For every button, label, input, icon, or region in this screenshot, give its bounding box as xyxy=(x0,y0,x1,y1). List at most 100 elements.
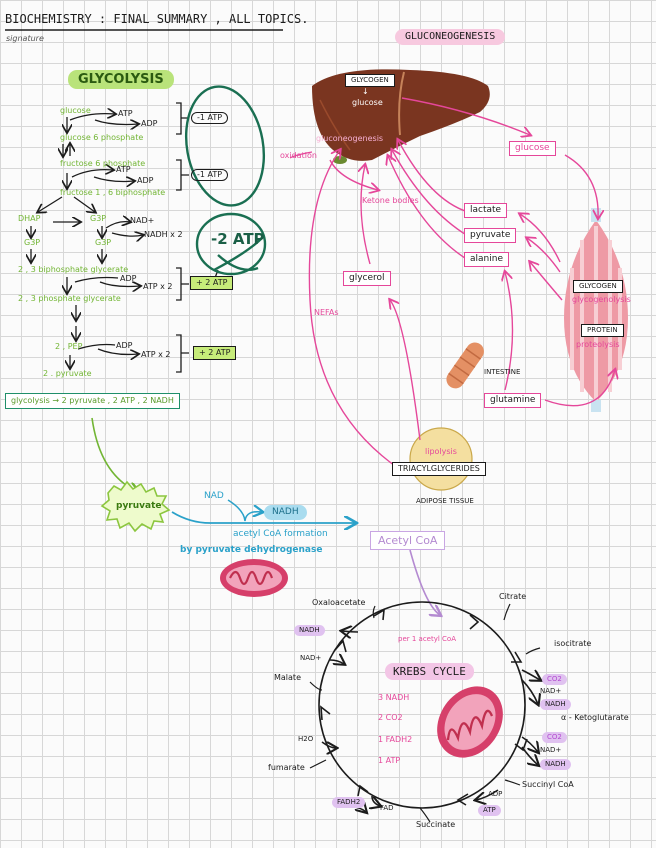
adp-bpg-label: ADP xyxy=(120,274,137,283)
atp-input-1: ATP xyxy=(118,109,133,118)
fad-label: FAD xyxy=(380,804,394,812)
isocitrate-label: isocitrate xyxy=(554,639,592,648)
pyruvate-box: pyruvate xyxy=(464,228,517,243)
plus-2-atp-badge-a: + 2 ATP xyxy=(190,276,234,290)
glycogenolysis-label: glycogenolysis xyxy=(572,295,631,304)
alpha-ketoglutarate-label: α - Ketoglutarate xyxy=(561,713,629,722)
yield-nadh: 3 NADH xyxy=(378,693,410,702)
mitochondrion-krebs xyxy=(437,686,503,758)
pyruvate-to-acetyl-arrow xyxy=(171,511,355,523)
atp-x2-label-a: ATP x 2 xyxy=(143,282,173,291)
h2o-label: H2O xyxy=(298,735,314,743)
pyruvate-dehydrogenase-label: by pyruvate dehydrogenase xyxy=(180,545,323,555)
oxaloacetate-label: Oxaloacetate xyxy=(312,598,366,607)
muscle-glycogen-box: GLYCOGEN xyxy=(573,280,623,293)
adp-pep-label: ADP xyxy=(116,341,133,350)
pep-label: 2 , PEP xyxy=(55,342,83,351)
ketone-bodies-label: Ketone bodies xyxy=(362,196,419,205)
atp-x2-label-b: ATP x 2 xyxy=(141,350,171,359)
yield-atp: 1 ATP xyxy=(378,756,401,765)
acetyl-coa-box: Acetyl CoA xyxy=(370,531,446,550)
glucose-label: glucose xyxy=(60,106,91,115)
liver-glucose-label: glucose xyxy=(352,98,383,107)
liver-illustration xyxy=(312,69,490,164)
oxidation-label: oxidation xyxy=(280,151,317,160)
krebs-label-ticks xyxy=(309,603,541,823)
co2-badge-a: CO2 xyxy=(542,674,567,685)
triacylglycerides-box: TRIACYLGLYCERIDES xyxy=(392,462,486,476)
nad-plus-b-label: NAD+ xyxy=(540,746,562,754)
lipolysis-label: lipolysis xyxy=(425,447,457,456)
mitochondrion-small xyxy=(220,559,288,597)
nad-plus-a-label: NAD+ xyxy=(540,687,562,695)
page-title: BIOCHEMISTRY : FINAL SUMMARY , ALL TOPIC… xyxy=(5,12,309,26)
yield-co2: 2 CO2 xyxy=(378,713,403,722)
gluconeogenesis-arrows xyxy=(308,97,615,469)
atp-input-2: ATP xyxy=(116,165,131,174)
glycerol-box: glycerol xyxy=(343,271,391,286)
pyruvate-burst xyxy=(100,480,171,533)
oxidation-tick xyxy=(289,151,313,159)
liver-glycogen-box: GLYCOGEN xyxy=(345,74,395,87)
nadh-a-badge: NADH xyxy=(540,699,571,710)
nad-plus-left-label: NAD+ xyxy=(300,654,322,662)
proteolysis-label: proteolysis xyxy=(576,340,620,349)
per-acetyl-coa-label: per 1 acetyl CoA xyxy=(398,635,456,643)
two-pyruvate-label: 2 . pyruvate xyxy=(43,369,92,378)
malate-label: Malate xyxy=(274,673,301,682)
protein-box: PROTEIN xyxy=(581,324,624,337)
succinate-label: Succinate xyxy=(416,820,456,829)
nadh-x2-label: NADH x 2 xyxy=(144,230,183,239)
alanine-box: alanine xyxy=(464,252,509,267)
dhap-label: DHAP xyxy=(18,214,41,223)
adp-output-1: ADP xyxy=(141,119,158,128)
nadh-b-badge: NADH xyxy=(540,759,571,770)
succinyl-coa-label: Succinyl CoA xyxy=(522,780,574,789)
nadh-label: NADH xyxy=(264,505,307,520)
gluconeogenesis-title: GLUCONEOGENESIS xyxy=(395,29,506,45)
lactate-box: lactate xyxy=(464,203,508,218)
atp-investment-ovals xyxy=(184,85,267,276)
fadh2-badge: FADH2 xyxy=(332,797,366,808)
krebs-cycle-ring xyxy=(318,601,540,812)
g3p-right-label-2: G3P xyxy=(95,238,112,247)
adp-output-2: ADP xyxy=(137,176,154,185)
liver-arrow: ↓ xyxy=(362,87,369,96)
liver-gluconeogenesis-label: gluconeogenesis xyxy=(316,134,384,143)
plus-2-atp-badge-b: + 2 ATP xyxy=(193,346,237,360)
minus-2-atp-label: -2 ATP xyxy=(211,230,265,248)
biphosphate-glycerate-label: 2 , 3 biphosphate glycerate xyxy=(18,265,129,274)
fructose-6-phosphate-label: fructose 6 phosphate xyxy=(60,159,146,168)
pyruvate-label: pyruvate xyxy=(116,501,162,511)
glucose-box: glucose xyxy=(509,141,556,156)
adipose-tissue-label: ADIPOSE TISSUE xyxy=(416,497,474,505)
g3p-right-label: G3P xyxy=(90,214,107,223)
nad-label: NAD xyxy=(204,491,224,501)
krebs-cycle-title: KREBS CYCLE xyxy=(385,663,474,680)
glycolysis-arrows xyxy=(31,102,219,373)
atp-badge: ATP xyxy=(478,805,501,816)
intestine-label: INTESTINE xyxy=(484,368,521,376)
glutamine-box: glutamine xyxy=(484,393,542,408)
acetyl-to-krebs-arrow xyxy=(409,549,440,615)
acetyl-coa-formation-label: acetyl CoA formation xyxy=(233,529,328,539)
glycolysis-summary-box: glycolysis → 2 pyruvate , 2 ATP , 2 NADH xyxy=(5,393,180,409)
glycolysis-title: GLYCOLYSIS xyxy=(68,70,174,89)
minus-1-atp-badge-a: -1 ATP xyxy=(191,112,229,124)
g3p-left-label: G3P xyxy=(24,238,41,247)
nefas-label: NEFAs xyxy=(314,308,339,317)
yield-fadh2: 1 FADH2 xyxy=(378,735,413,744)
muscle-illustration xyxy=(564,208,628,412)
citrate-label: Citrate xyxy=(499,592,527,601)
adp-label: ADP xyxy=(488,790,503,798)
phosphate-glycerate-label: 2 , 3 phosphate glycerate xyxy=(18,294,121,303)
nad-to-nadh-arrow xyxy=(227,499,262,522)
fructose-1-6-biphosphate-label: fructose 1 , 6 biphosphate xyxy=(60,188,166,197)
glucose-6-phosphate-label: glucose 6 phosphate xyxy=(60,133,144,142)
co2-badge-b: CO2 xyxy=(542,732,567,743)
intestine-illustration xyxy=(446,342,484,389)
nad-plus-label: NAD+ xyxy=(130,216,155,225)
minus-1-atp-badge-b: -1 ATP xyxy=(191,169,229,181)
fumarate-label: fumarate xyxy=(268,763,305,772)
